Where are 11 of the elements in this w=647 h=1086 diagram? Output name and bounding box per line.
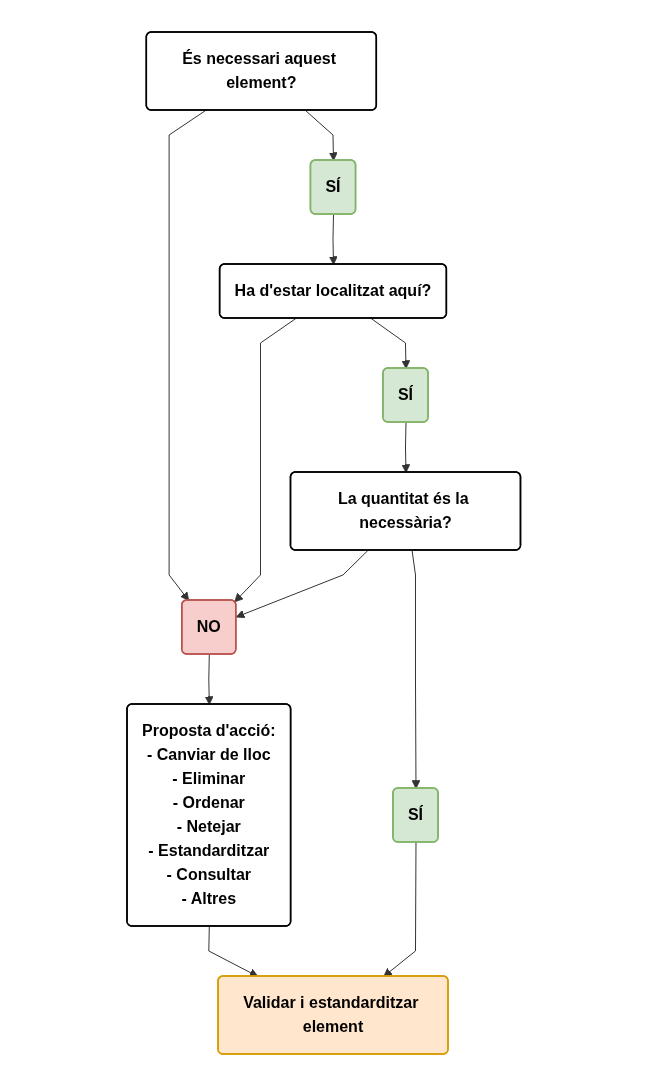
arrow <box>234 318 297 603</box>
arrow <box>383 842 417 977</box>
arrow <box>304 110 338 161</box>
arrow <box>204 654 214 705</box>
arrow <box>168 110 206 601</box>
arrow <box>328 214 338 265</box>
arrow <box>370 318 410 369</box>
arrow <box>208 926 258 977</box>
arrow <box>235 550 369 619</box>
arrow <box>401 422 410 473</box>
arrow <box>411 550 421 789</box>
